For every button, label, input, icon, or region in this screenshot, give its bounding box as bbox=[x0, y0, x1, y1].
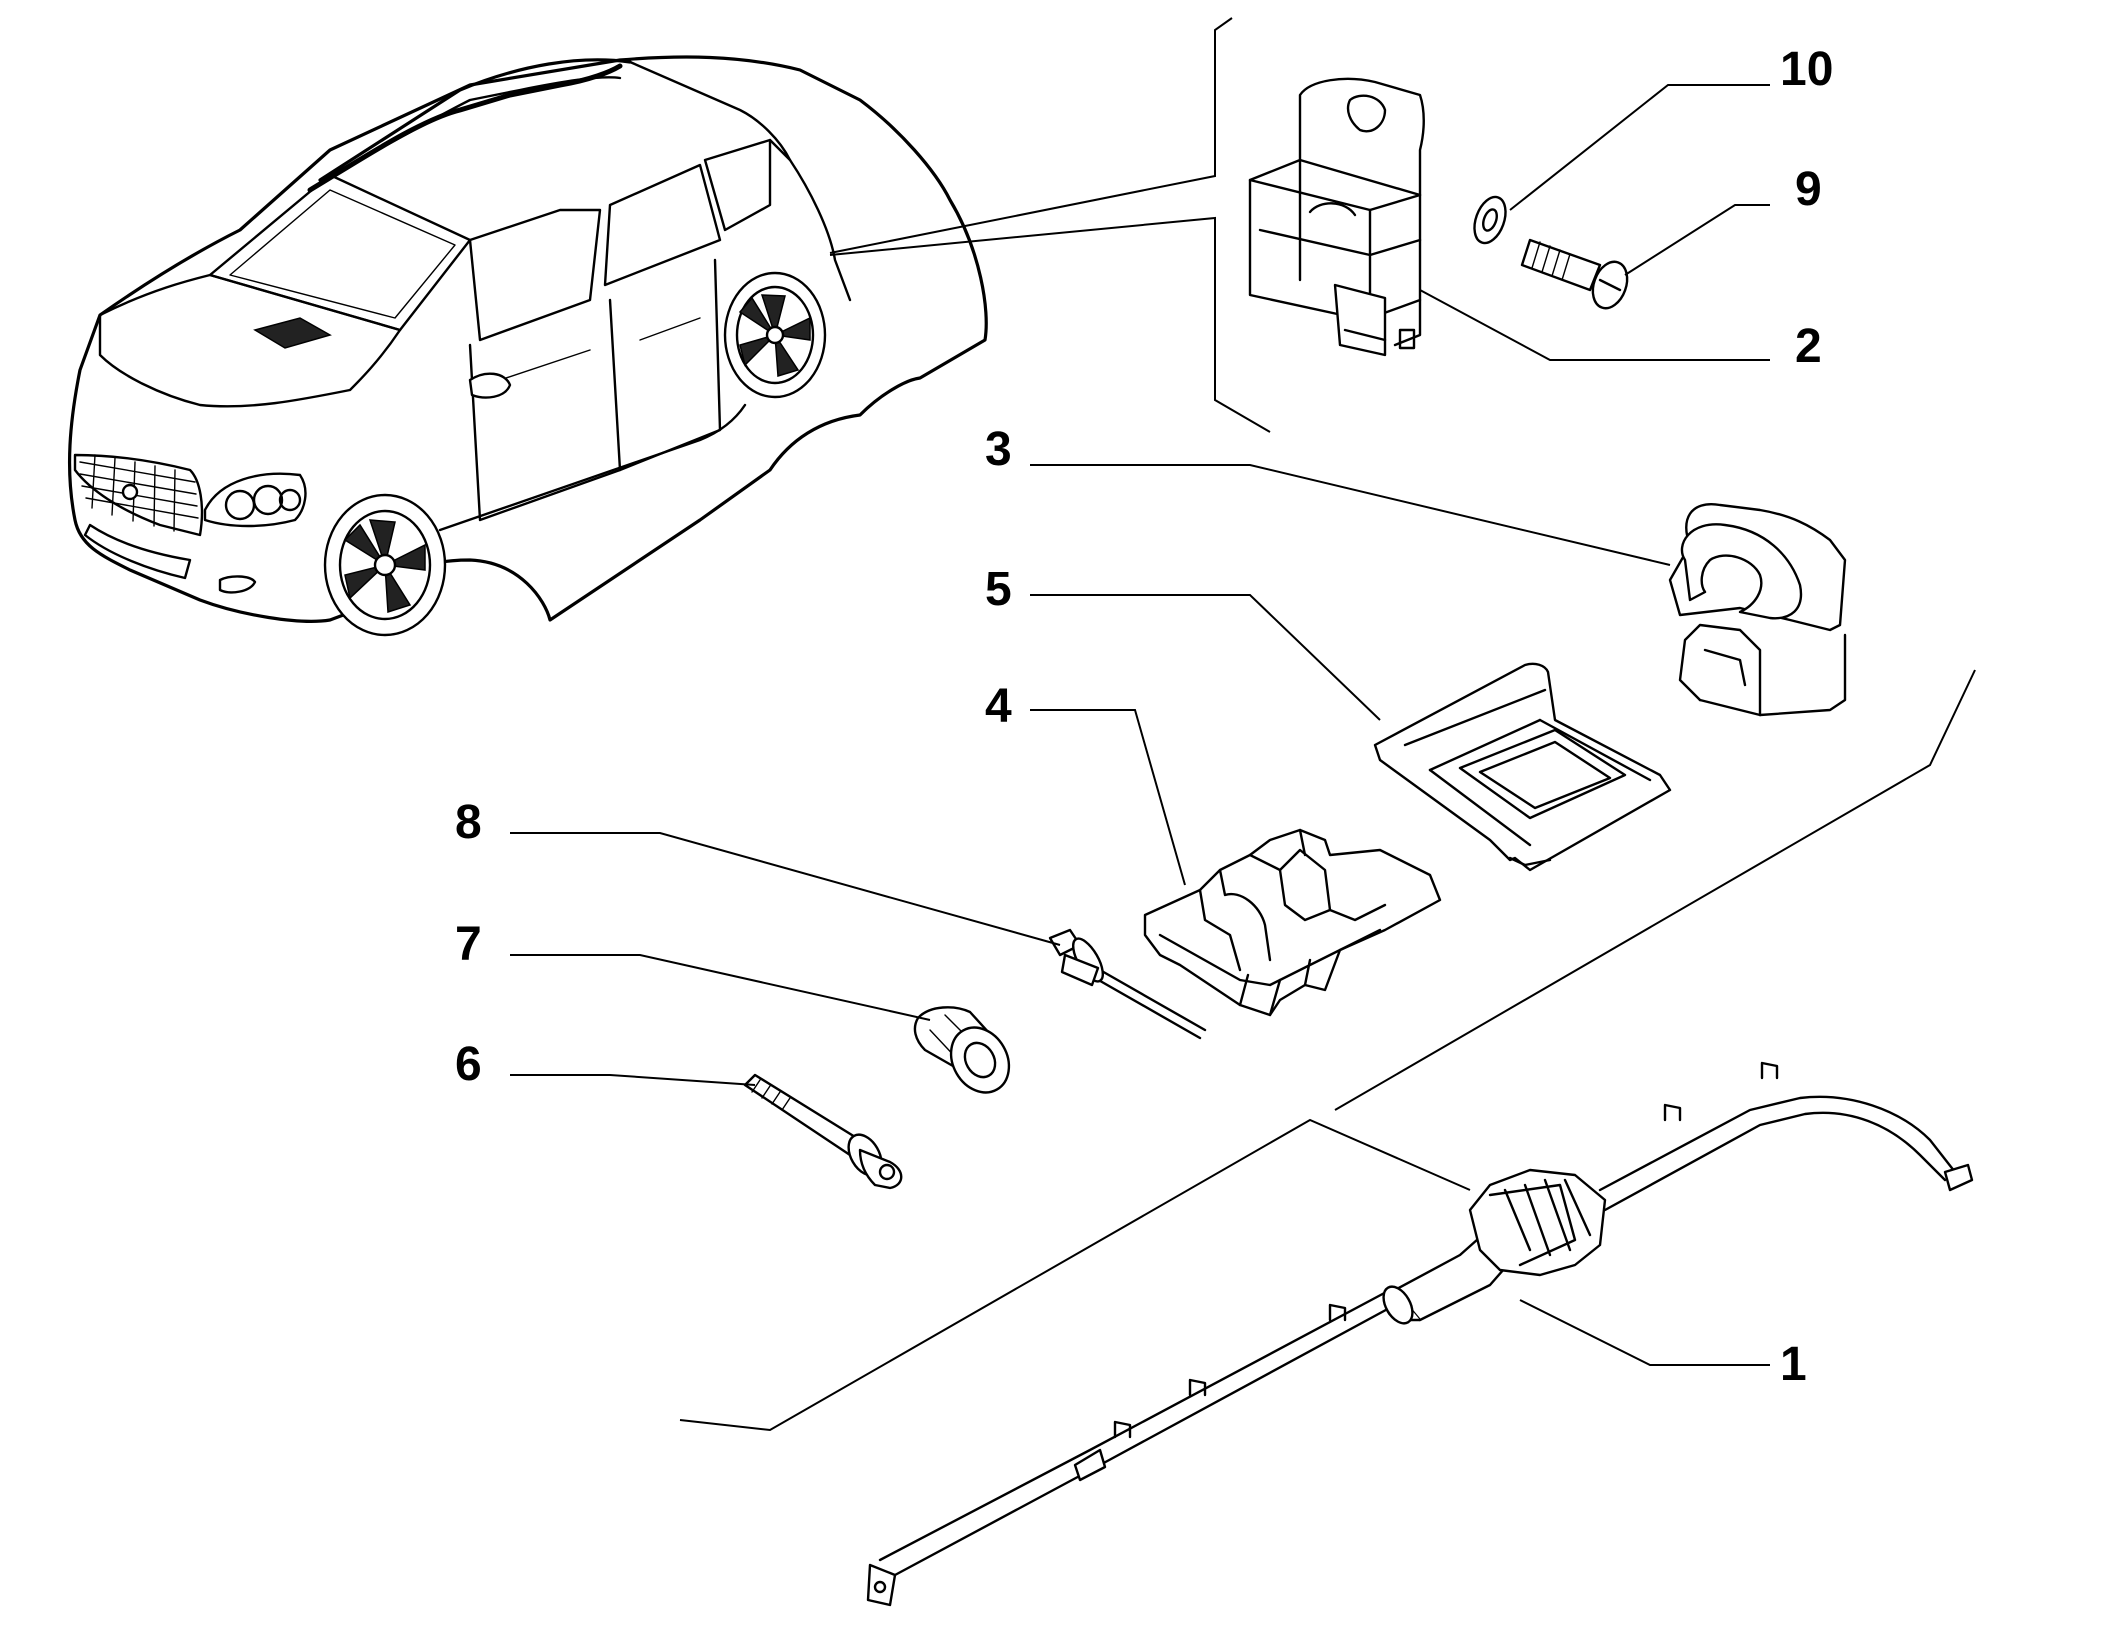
vehicle-illustration bbox=[67, 55, 988, 637]
callout-1: 1 bbox=[1780, 1338, 1807, 1391]
callout-2: 2 bbox=[1795, 320, 1822, 373]
callout-5: 5 bbox=[985, 563, 1012, 616]
callout-4: 4 bbox=[985, 680, 1012, 733]
callout-3: 3 bbox=[985, 423, 1012, 476]
flange-bolt-icon bbox=[743, 1073, 903, 1190]
rivet-nut-icon bbox=[913, 1006, 1011, 1094]
callout-9: 9 bbox=[1795, 163, 1822, 216]
leader-lines bbox=[510, 84, 1770, 1366]
crash-sensor-icon bbox=[1248, 77, 1425, 357]
callout-7: 7 bbox=[455, 918, 482, 971]
curtain-airbag-harness-icon bbox=[679, 669, 1976, 1607]
sensor-group-bracket bbox=[829, 17, 1271, 433]
callout-labels: 10 9 2 3 5 4 8 7 6 1 bbox=[455, 43, 1833, 1391]
callout-8: 8 bbox=[455, 796, 482, 849]
callout-10: 10 bbox=[1780, 43, 1833, 96]
mounting-bracket-icon bbox=[1143, 828, 1442, 1017]
screw-icon bbox=[1520, 238, 1629, 310]
blind-rivet-icon bbox=[1048, 928, 1207, 1040]
harness-clip-icon bbox=[1668, 503, 1847, 717]
washer-icon bbox=[1473, 195, 1507, 245]
cover-plate-icon bbox=[1373, 662, 1672, 872]
callout-6: 6 bbox=[455, 1038, 482, 1091]
